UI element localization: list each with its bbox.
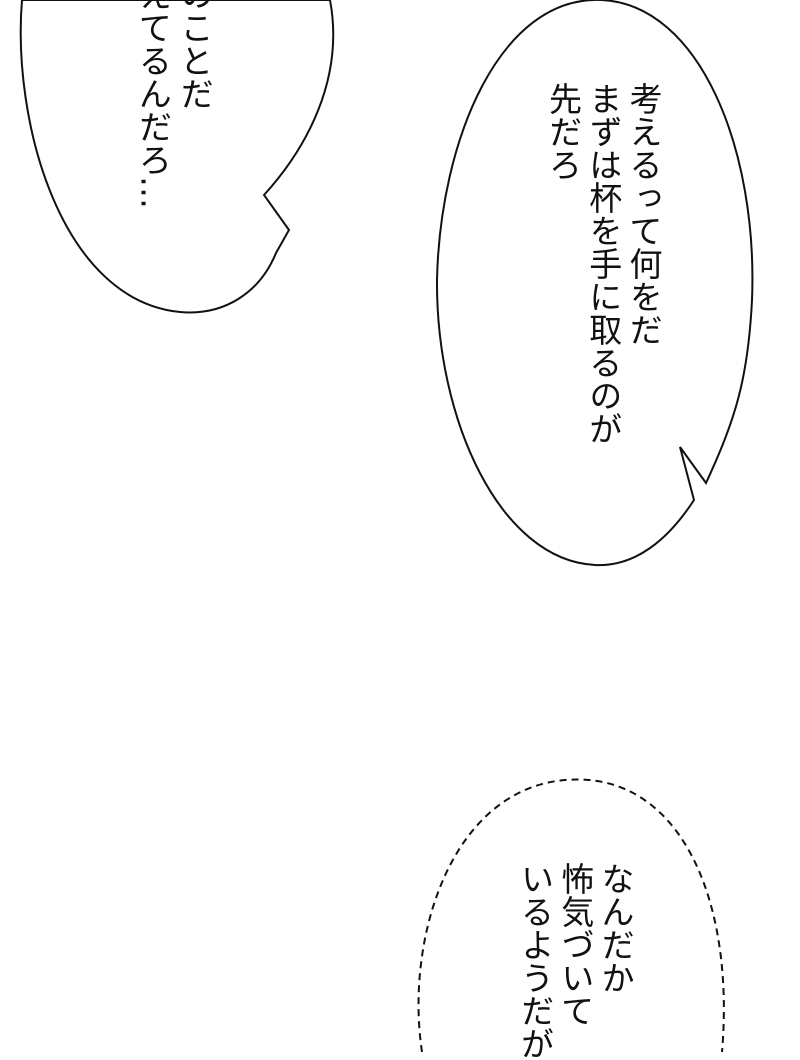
speech-bubble-left [19, 0, 335, 314]
thought-line: 怖気づいて [555, 862, 595, 1027]
speech-text-middle: 考えるって何をだ まずは杯を手に取るのが 先だろ [542, 82, 664, 445]
speech-line: 先だろ [543, 82, 583, 181]
speech-bubble-middle [435, 0, 754, 567]
thought-text-bottom: なんだか 怖気づいて いるようだが [514, 862, 636, 1060]
speech-line: 考えるって何をだ [624, 82, 663, 346]
speech-line: まずは杯を手に取るのが [583, 82, 623, 445]
thought-bubble-bottom [417, 778, 725, 1052]
thought-line: いるようだが [515, 862, 555, 1060]
speech-line: えてるんだろ… [133, 0, 173, 209]
speech-text-left: のことだ えてるんだろ… [132, 0, 215, 209]
speech-line: のことだ [175, 0, 214, 110]
thought-line: なんだか [596, 862, 635, 994]
